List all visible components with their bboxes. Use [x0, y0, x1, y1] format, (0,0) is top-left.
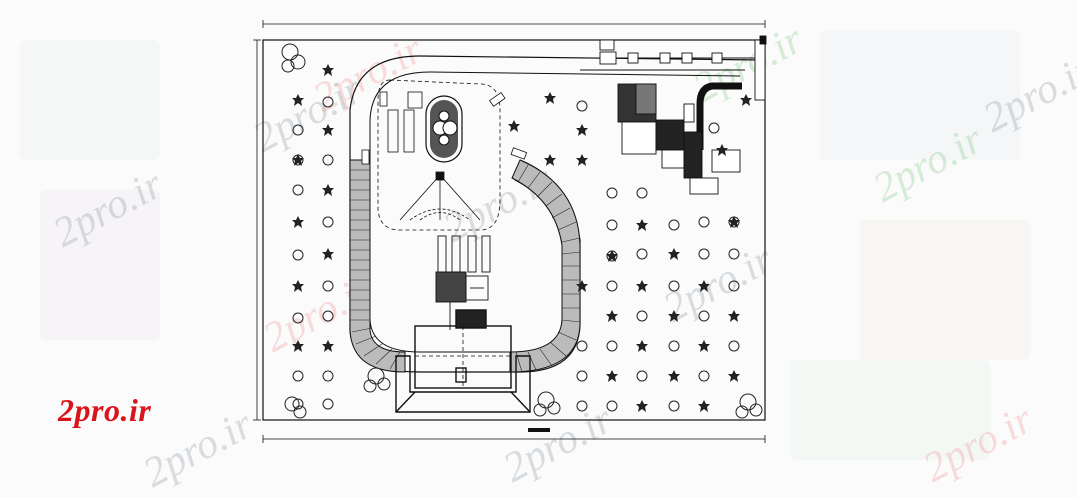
- background-block: [860, 220, 1030, 360]
- background-block: [20, 40, 160, 160]
- dimension-lines: [253, 20, 766, 443]
- scale-bar: [528, 428, 550, 432]
- background-block: [40, 190, 160, 340]
- background-block: [820, 30, 1020, 160]
- site-boundary: [262, 39, 766, 421]
- shrubs: [292, 64, 752, 412]
- entrance-road: [580, 35, 767, 101]
- trees: [281, 43, 763, 419]
- site-logo[interactable]: 2pro.ir: [58, 392, 152, 428]
- amphitheatre: [399, 171, 481, 221]
- service-buildings: [617, 83, 741, 195]
- right-ramp: [509, 159, 581, 373]
- service-drive: [696, 82, 742, 150]
- fountain: [425, 95, 463, 163]
- left-ramp: [349, 159, 406, 373]
- main-building: [395, 309, 531, 413]
- site-plan-drawing: [253, 20, 767, 443]
- parking-bays: [387, 91, 423, 153]
- central-structure: [435, 235, 491, 330]
- cars: [361, 91, 528, 165]
- background-block: [790, 360, 990, 460]
